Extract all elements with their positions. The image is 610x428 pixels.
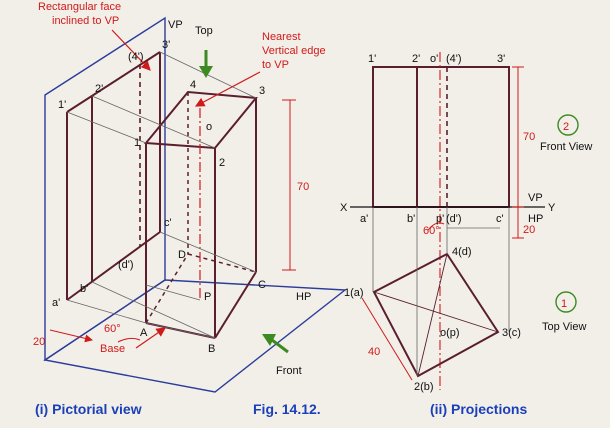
top-view-square xyxy=(372,252,500,378)
label-d: (d') xyxy=(118,259,134,271)
label-3p: 3' xyxy=(162,39,170,51)
label-x: X xyxy=(340,202,348,214)
callout-nearest-1: Nearest xyxy=(262,31,301,43)
caption-projections: (ii) Projections xyxy=(430,401,527,417)
front-view-badge xyxy=(557,114,579,136)
vp-projection xyxy=(66,51,161,301)
caption-fig: Fig. 14.12. xyxy=(253,401,321,417)
label-o: o xyxy=(206,121,212,133)
label-t1: 1' xyxy=(368,53,376,65)
dim-60b-text: 60° xyxy=(423,225,440,237)
label-ap: a' xyxy=(360,213,368,225)
label-t3: 3' xyxy=(497,53,505,65)
base-label: Base xyxy=(100,343,125,355)
dim-70b-text: 70 xyxy=(523,131,535,143)
label-hp: HP xyxy=(528,213,543,225)
label-pp: p' xyxy=(436,213,444,225)
dim-20-text: 20 xyxy=(33,336,45,348)
label-y: Y xyxy=(548,202,556,214)
label-D: D xyxy=(178,249,186,261)
label-op: o(p) xyxy=(440,327,460,339)
top-view-badge xyxy=(555,291,577,313)
hp-label: HP xyxy=(296,291,311,303)
callout-rect-face-1: Rectangular face xyxy=(38,1,121,13)
prism xyxy=(143,90,258,339)
label-1p: 1' xyxy=(58,99,66,111)
label-t4: (4') xyxy=(446,53,462,65)
label-C: C xyxy=(258,279,266,291)
caption-pictorial: (i) Pictorial view xyxy=(35,401,142,417)
callout-rect-face-2: inclined to VP xyxy=(52,15,119,27)
front-arrow-icon xyxy=(262,334,289,354)
label-A: A xyxy=(140,327,148,339)
top-view-num: 1 xyxy=(561,298,567,310)
callout-nearest-2: Vertical edge xyxy=(262,45,326,57)
label-c: c' xyxy=(164,217,172,229)
label-bp: b' xyxy=(407,213,415,225)
dim-40-text: 40 xyxy=(368,346,380,358)
label-cp: c' xyxy=(496,213,504,225)
label-b: b' xyxy=(80,283,88,295)
front-view-num: 2 xyxy=(563,121,569,133)
top-arrow-icon xyxy=(199,50,213,78)
label-2b: 2(b) xyxy=(414,381,434,393)
vp-label: VP xyxy=(168,19,183,31)
projectors-pictorial xyxy=(66,51,257,339)
label-t2: 2' xyxy=(412,53,420,65)
label-4p: (4') xyxy=(128,51,144,63)
label-1: 1 xyxy=(134,137,140,149)
label-4d: 4(d) xyxy=(452,246,472,258)
dim-60-text: 60° xyxy=(104,323,121,335)
angle-arc-pictorial xyxy=(117,337,141,343)
front-view xyxy=(372,66,510,208)
label-2: 2 xyxy=(219,157,225,169)
label-dp: (d') xyxy=(446,213,462,225)
hp-plane xyxy=(43,279,347,393)
label-vp: VP xyxy=(528,192,543,204)
label-3c: 3(c) xyxy=(502,327,521,339)
label-P: P xyxy=(204,291,211,303)
label-a: a' xyxy=(52,297,60,309)
callout-nearest-3: to VP xyxy=(262,59,289,71)
label-4: 4 xyxy=(190,79,196,91)
label-2p: 2' xyxy=(95,83,103,95)
label-3: 3 xyxy=(259,85,265,97)
front-direction-label: Front xyxy=(276,365,302,377)
label-1a: 1(a) xyxy=(344,287,364,299)
dim-20b-text: 20 xyxy=(523,224,535,236)
label-to: o' xyxy=(430,53,438,65)
top-view-label: Top View xyxy=(542,321,586,333)
projectors-projection xyxy=(372,207,510,376)
dim-70-text: 70 xyxy=(297,181,309,193)
label-B: B xyxy=(208,343,215,355)
top-direction-label: Top xyxy=(195,25,213,37)
angle-arc-projection xyxy=(427,222,445,231)
prism-hidden xyxy=(145,92,257,324)
front-view-label: Front View xyxy=(540,141,592,153)
